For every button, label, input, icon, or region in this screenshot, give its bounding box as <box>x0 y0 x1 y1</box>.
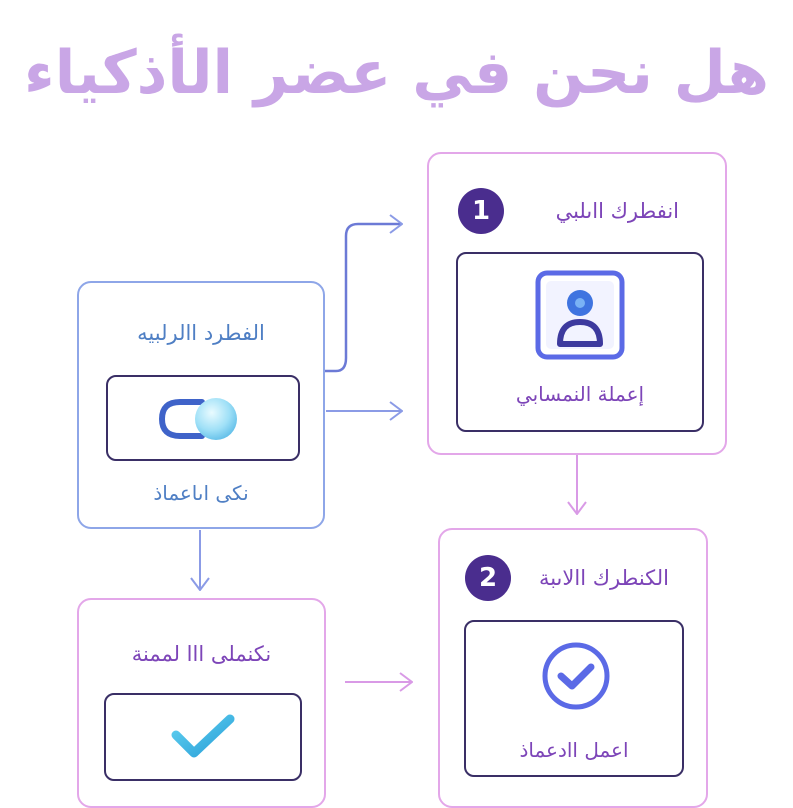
connector-main-to-step1 <box>325 224 402 373</box>
step1-badge: 1 <box>458 188 504 234</box>
main-step-caption: نكى اىاعماذ <box>153 481 249 505</box>
step2-inner: اعمل اادعماذ <box>464 620 684 777</box>
bottom-left-card: نكنملى ااا لممنة <box>77 598 326 808</box>
bottom-left-inner <box>104 693 302 781</box>
step2-caption: اعمل اادعماذ <box>519 738 629 762</box>
step1-card: 1 انفطرك ااىلبي إعملة النمسابي <box>427 152 727 455</box>
main-step-card: الفطرد االرلبيه نكى اىاعماذ <box>77 281 325 529</box>
step1-title: انفطرك ااىلبي <box>555 199 679 223</box>
step2-title: الكنطرك االاىبة <box>538 566 669 590</box>
step1-inner: إعملة النمسابي <box>456 252 704 432</box>
toggle-icon <box>158 398 237 440</box>
bottom-left-title: نكنملى ااا لممنة <box>131 642 272 666</box>
checkmark-icon <box>171 714 235 758</box>
diagram-title: هل نحن في عضر الأذكياء <box>24 38 769 108</box>
step2-card: 2 الكنطرك االاىبة اعمل اادعماذ <box>438 528 708 808</box>
main-step-title: الفطرد االرلبيه <box>137 321 265 345</box>
step1-caption: إعملة النمسابي <box>515 382 645 406</box>
main-step-inner <box>106 375 300 461</box>
step2-badge: 2 <box>465 555 511 601</box>
user-avatar-icon <box>535 270 625 360</box>
circle-check-icon <box>542 642 610 710</box>
